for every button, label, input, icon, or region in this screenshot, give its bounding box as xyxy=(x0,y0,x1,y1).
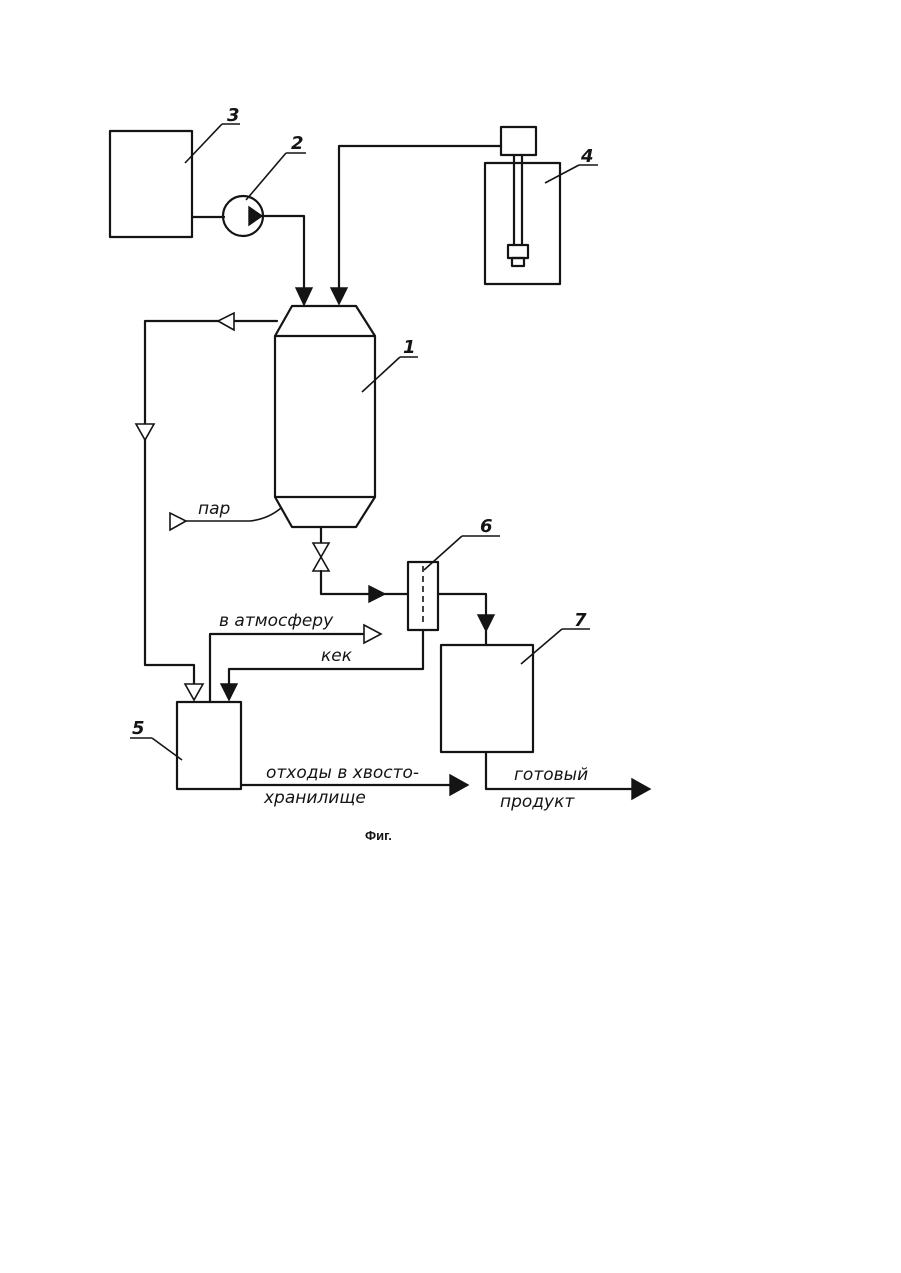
pipe-pump-to-reactor xyxy=(262,216,304,290)
leader-3 xyxy=(185,124,222,163)
valve-icon xyxy=(313,543,329,571)
label-2: 2 xyxy=(291,133,304,154)
arrow-vapour-into-5 xyxy=(185,684,203,700)
label-7: 7 xyxy=(574,610,587,631)
arrow-vent xyxy=(364,625,381,643)
leader-2 xyxy=(246,153,286,200)
leader-7 xyxy=(521,629,562,664)
leader-4 xyxy=(545,165,579,183)
label-waste-2: хранилище xyxy=(263,788,366,808)
pipe-4-to-reactor xyxy=(339,146,501,290)
arrow-waste xyxy=(450,775,468,795)
label-steam: пар xyxy=(198,499,231,519)
tank-7 xyxy=(441,645,533,752)
pipe-filter-to-7 xyxy=(438,594,486,615)
arrow-pump-inlet xyxy=(296,288,312,305)
leader-1 xyxy=(362,357,400,392)
pipe-reactor-to-filter xyxy=(321,571,371,594)
arrow-vapour-down xyxy=(136,424,154,440)
label-1: 1 xyxy=(403,337,416,358)
label-atmosphere: в атмосферу xyxy=(219,611,334,631)
tank-3 xyxy=(110,131,192,237)
pump-2-impeller-icon xyxy=(249,207,262,225)
label-waste-1: отходы в хвосто- xyxy=(266,763,419,783)
arrow-cake-into-5 xyxy=(221,684,237,700)
arrow-4-inlet xyxy=(331,288,347,304)
mixer-motor xyxy=(501,127,536,155)
arrow-into-7 xyxy=(478,615,494,631)
label-4: 4 xyxy=(580,146,594,167)
reactor-1 xyxy=(275,306,375,527)
arrow-to-filter xyxy=(369,586,385,602)
label-5: 5 xyxy=(132,718,145,739)
arrow-product xyxy=(632,779,650,799)
label-product-2: продукт xyxy=(500,792,575,812)
arrow-vapour-left xyxy=(218,313,234,330)
arrow-steam xyxy=(170,513,186,530)
label-3: 3 xyxy=(227,105,240,126)
figure-caption: Фиг. xyxy=(365,828,392,843)
label-product-1: готовый xyxy=(514,765,588,785)
leader-6 xyxy=(424,536,462,570)
mixer-blade xyxy=(508,245,528,258)
label-cake: кек xyxy=(321,646,353,666)
tank-5 xyxy=(177,702,241,789)
label-6: 6 xyxy=(480,516,493,537)
